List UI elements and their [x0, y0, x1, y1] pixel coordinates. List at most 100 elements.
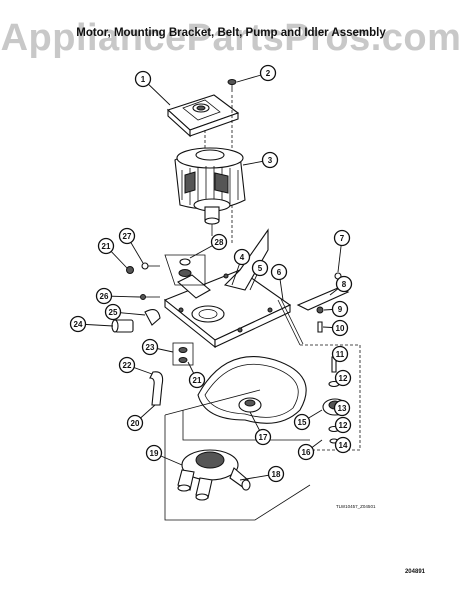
part-screw-26: [140, 294, 160, 300]
part-clamp: [144, 309, 161, 326]
callout-number: 18: [272, 470, 281, 479]
callout-number: 22: [123, 361, 132, 370]
callout-circle: [104, 303, 122, 321]
callout-16: 16: [297, 439, 323, 461]
callout-circle: [145, 444, 163, 462]
callout-number: 27: [123, 232, 132, 241]
callout-circle: [297, 443, 315, 461]
callout-number: 4: [240, 253, 245, 262]
callout-26: 26: [95, 287, 141, 305]
callout-5: 5: [249, 259, 269, 291]
callout-number: 25: [109, 308, 118, 317]
drawing-code: TLW10457_Z04501: [336, 504, 376, 509]
callout-28: 28: [189, 233, 228, 259]
callout-3: 3: [242, 151, 279, 169]
part-drive-pulley: [238, 397, 262, 413]
callout-12: 12: [334, 416, 352, 434]
callout-circle: [331, 319, 349, 337]
figure-number: 204891: [405, 569, 426, 575]
callout-number: 8: [342, 280, 347, 289]
callout-circle: [261, 151, 279, 169]
callout-number: 21: [193, 376, 202, 385]
callout-circle: [251, 259, 269, 277]
callout-number: 2: [266, 69, 271, 78]
callout-number: 16: [302, 448, 311, 457]
part-grommet-23b: [178, 357, 188, 363]
part-pump: [177, 449, 251, 501]
callout-circle: [118, 356, 136, 374]
callout-circle: [259, 64, 277, 82]
callout-14: 14: [334, 436, 352, 454]
watermark: AppliancePartsPros.com: [1, 17, 462, 59]
callout-number: 24: [74, 320, 83, 329]
callout-6: 6: [270, 263, 288, 301]
callout-15: 15: [293, 409, 323, 431]
callout-number: 23: [146, 343, 155, 352]
callout-number: 6: [277, 268, 282, 277]
callout-number: 20: [131, 419, 140, 428]
callout-circle: [331, 300, 349, 318]
callout-10: 10: [322, 319, 349, 337]
callout-number: 10: [336, 324, 345, 333]
callout-9: 9: [323, 300, 349, 318]
callout-number: 7: [340, 234, 345, 243]
callout-number: 12: [339, 374, 348, 383]
callout-20: 20: [126, 404, 156, 432]
callout-circle: [126, 414, 144, 432]
callout-number: 11: [336, 350, 345, 359]
part-motor: [174, 147, 246, 236]
part-capacitor: [111, 319, 134, 333]
callout-circle: [69, 315, 87, 333]
callout-circle: [134, 70, 152, 88]
part-belt: [197, 356, 307, 424]
diagram-title: Motor, Mounting Bracket, Belt, Pump and …: [76, 27, 386, 39]
callout-circle: [333, 399, 351, 417]
callout-13: 13: [333, 399, 351, 417]
callout-number: 26: [100, 292, 109, 301]
part-screw: [227, 79, 237, 92]
callout-23: 23: [141, 338, 174, 356]
callout-number: 12: [339, 421, 348, 430]
part-grommet-23a: [178, 347, 188, 353]
callout-circle: [334, 436, 352, 454]
part-screw-27: [141, 262, 160, 270]
callout-number: 13: [338, 404, 347, 413]
callout-circle: [141, 338, 159, 356]
part-hose: [149, 371, 164, 406]
callout-number: 15: [298, 418, 307, 427]
callout-circle: [333, 229, 351, 247]
callout-4: 4: [231, 248, 251, 286]
part-idler-arm: [296, 272, 350, 333]
part-grommets-28: [178, 258, 192, 277]
callout-8: 8: [329, 275, 353, 296]
callout-number: 1: [141, 75, 146, 84]
callout-circle: [267, 465, 285, 483]
callout-number: 9: [338, 305, 343, 314]
callout-circle: [331, 345, 349, 363]
callout-circle: [97, 237, 115, 255]
callout-circle: [334, 416, 352, 434]
callout-number: 14: [339, 441, 348, 450]
callout-circle: [233, 248, 251, 266]
callout-circle: [118, 227, 136, 245]
callout-1: 1: [134, 70, 171, 106]
callout-circle: [254, 428, 272, 446]
callout-circle: [95, 287, 113, 305]
callout-19: 19: [145, 444, 183, 466]
callout-12: 12: [334, 369, 352, 387]
callout-circle: [334, 369, 352, 387]
callout-number: 21: [102, 242, 111, 251]
callout-circle: [335, 275, 353, 293]
callout-number: 17: [259, 433, 268, 442]
callout-11: 11: [331, 345, 349, 363]
callout-2: 2: [236, 64, 277, 83]
callout-21: 21: [187, 361, 206, 389]
callout-number: 19: [150, 449, 159, 458]
part-motor-cover: [166, 94, 240, 138]
callout-7: 7: [333, 229, 351, 273]
callout-22: 22: [118, 356, 153, 375]
part-bracket-clip: [164, 254, 206, 286]
callout-18: 18: [239, 465, 285, 483]
